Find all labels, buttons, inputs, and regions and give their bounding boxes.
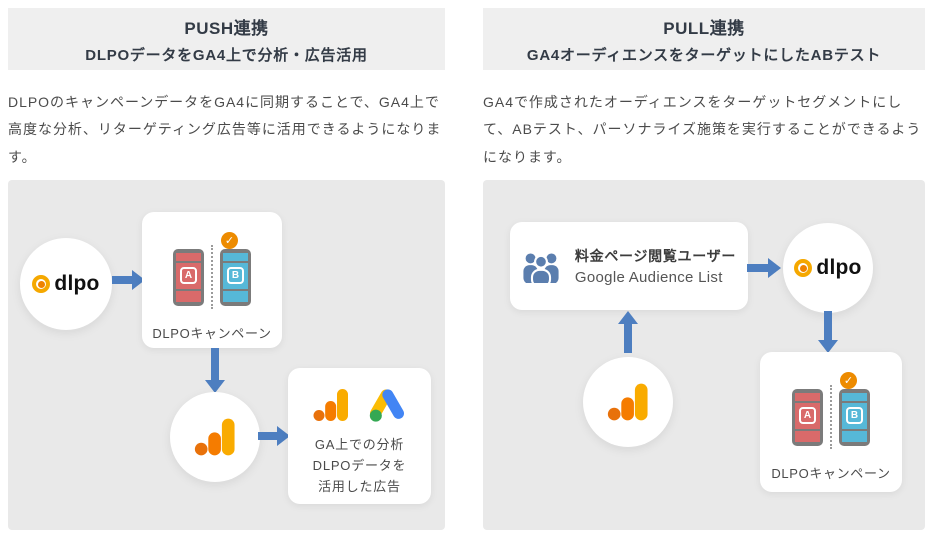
dlpo-logo: dlpo [794,256,861,280]
arrow-head-icon [132,270,145,290]
variant-a-phone-icon: A [792,388,823,446]
campaign-card-label: DLPOキャンペーン [771,466,891,481]
dlpo-logo-text: dlpo [816,256,862,279]
pull-subtitle: GA4オーディエンスをターゲットにしたABテスト [526,46,882,64]
audience-people-icon [523,252,559,283]
push-description: DLPOのキャンペーンデータをGA4に同期することで、GA4上で高度な分析、リタ… [8,94,442,165]
ga4-logo-circle [170,392,260,482]
arrow-head-icon [277,426,290,446]
audience-card-line2: Google Audience List [574,269,723,286]
dlpo-logo-circle: dlpo [783,223,873,313]
push-title: PUSH連携 [184,18,269,38]
check-badge-icon: ✓ [221,232,238,249]
variant-a-label: A [180,267,197,284]
arrow-audience-to-dlpo [747,258,781,278]
variant-b-phone-icon: B [839,388,870,446]
pull-section: PULL連携 GA4オーディエンスをターゲットにしたABテスト GA4で作成され… [483,0,925,540]
push-section: PUSH連携 DLPOデータをGA4上で分析・広告活用 DLPOのキャンペーンデ… [8,0,445,540]
google-ads-icon [369,389,404,422]
push-subtitle: DLPOデータをGA4上で分析・広告活用 [85,46,368,64]
pull-description: GA4で作成されたオーディエンスをターゲットセグメントにして、ABテスト、パーソ… [483,94,922,165]
ga-ads-usage-text: GA上での分析 DLPOデータを 活用した広告 [312,437,407,494]
pull-title: PULL連携 [663,18,745,38]
arrow-head-icon [618,311,638,324]
google-analytics-icon [313,389,348,421]
arrow-head-icon [768,258,781,278]
arrow-ga-to-ads [258,426,290,446]
dlpo-campaign-card: A B ✓ DLPOキャンペーン [142,212,282,348]
dlpo-logo-text: dlpo [54,272,100,295]
variant-a-phone-icon: A [173,248,204,306]
arrow-campaign-to-ga [204,348,226,393]
push-header: PUSH連携 DLPOデータをGA4上で分析・広告活用 [8,8,445,70]
dlpo-logo-icon [794,259,813,277]
arrow-ga-to-audience [617,311,639,353]
variant-b-phone-icon: B [220,248,251,306]
ab-divider [211,245,213,309]
campaign-card-label: DLPOキャンペーン [152,326,272,341]
variant-b-label: B [846,407,863,424]
variant-b-label: B [227,267,244,284]
google-analytics-icon [607,383,648,421]
ab-test-phones: A B ✓ [173,232,251,309]
google-analytics-icon [194,418,235,456]
ab-test-phones: A B ✓ [792,372,870,449]
push-diagram-panel: dlpo A B [8,180,445,530]
variant-a-label: A [799,407,816,424]
arrow-head-icon [818,340,838,353]
pull-diagram-panel: 料金ページ閲覧ユーザー Google Audience List dlpo A [483,180,925,530]
audience-list-card: 料金ページ閲覧ユーザー Google Audience List [510,222,748,310]
dlpo-campaign-card: A B ✓ DLPOキャンペーン [760,352,902,492]
arrow-dlpo-to-campaign [817,311,839,353]
ga-ads-usage-card: GA上での分析 DLPOデータを 活用した広告 [288,368,431,504]
ab-divider [830,385,832,449]
pull-header: PULL連携 GA4オーディエンスをターゲットにしたABテスト [483,8,925,70]
audience-card-line1: 料金ページ閲覧ユーザー [574,248,737,264]
ga4-logo-circle [583,357,673,447]
arrow-dlpo-to-campaign [112,270,145,290]
dlpo-logo-circle: dlpo [20,238,112,330]
dlpo-logo-icon [32,275,51,293]
dlpo-logo: dlpo [32,272,99,296]
check-badge-icon: ✓ [840,372,857,389]
arrow-head-icon [205,380,225,393]
